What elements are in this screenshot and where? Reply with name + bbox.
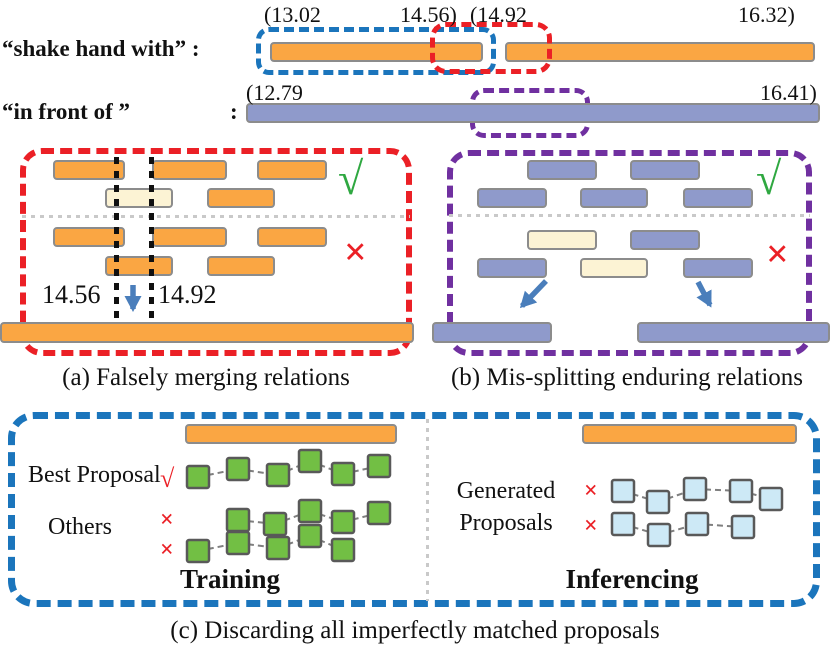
panel-c-blue-dashed-box xyxy=(8,412,820,607)
cut-line-14-56 xyxy=(114,157,119,320)
panel-b-check-icon: √ xyxy=(756,153,782,204)
relation-label-shake-hand: “shake hand with” : xyxy=(2,36,200,61)
proposal-bar xyxy=(527,160,597,180)
others-cross-icon-1: × xyxy=(160,507,174,533)
panel-b-divider xyxy=(449,214,810,217)
panel-c-divider xyxy=(426,419,429,601)
panel-a-caption: (a) Falsely merging relations xyxy=(62,364,350,391)
generated-label: Generated xyxy=(456,478,556,504)
time-16-41: 16.41) xyxy=(760,80,817,105)
shake-hand-segment-2 xyxy=(505,42,815,62)
panel-b-caption: (b) Mis-splitting enduring relations xyxy=(450,364,804,391)
falsely-merged-bar xyxy=(0,322,414,343)
panel-b-purple-dashed-box xyxy=(447,150,812,356)
panel-c-caption: (c) Discarding all imperfectly matched p… xyxy=(170,617,660,644)
best-proposal-label: Best Proposal xyxy=(28,462,161,488)
best-proposal-check-icon: √ xyxy=(160,464,175,493)
proposal-bar-highlight xyxy=(105,188,173,208)
cut-time-left: 14.56 xyxy=(40,280,103,310)
proposal-bar xyxy=(257,227,327,247)
proposal-bar xyxy=(630,230,700,250)
time-14-92: (14.92 xyxy=(470,2,527,27)
generated-cross-icon-2: × xyxy=(584,513,598,539)
panel-a-divider xyxy=(22,215,410,218)
proposal-bar xyxy=(53,227,125,247)
proposal-bar xyxy=(683,258,753,278)
proposals-label: Proposals xyxy=(459,510,553,536)
proposal-bar xyxy=(207,256,275,276)
shake-hand-segment-1 xyxy=(270,42,483,62)
panel-b-cross-icon: × xyxy=(766,231,789,276)
time-14-56: 14.56) xyxy=(400,2,457,27)
panel-a-check-icon: √ xyxy=(338,153,364,204)
blue-dashed-outline-correct-segment xyxy=(256,27,496,75)
relation-colon: : xyxy=(230,99,238,124)
proposal-bar xyxy=(152,227,227,247)
proposal-bar xyxy=(580,188,648,208)
others-label: Others xyxy=(48,514,112,540)
mis-split-bar-1 xyxy=(432,322,552,343)
proposal-bar-highlight xyxy=(580,258,648,278)
training-title: Training xyxy=(179,564,281,594)
proposal-bar xyxy=(630,160,700,180)
mis-split-bar-2 xyxy=(637,322,830,343)
training-groundtruth-bar xyxy=(185,424,397,444)
proposal-bar xyxy=(683,188,753,208)
in-front-of-segment xyxy=(246,103,820,123)
inferencing-title: Inferencing xyxy=(565,564,699,594)
proposal-bar xyxy=(152,160,227,180)
others-cross-icon-2: × xyxy=(160,537,174,563)
relation-label-in-front-of: “in front of ” xyxy=(2,99,130,124)
proposal-bar xyxy=(207,188,275,208)
cut-line-14-92 xyxy=(149,157,154,320)
red-dashed-outline-gap xyxy=(430,22,552,74)
proposal-bar xyxy=(477,188,547,208)
generated-cross-icon-1: × xyxy=(584,478,598,504)
panel-a-red-dashed-box xyxy=(20,148,412,356)
proposal-bar-highlight xyxy=(527,230,597,250)
proposal-bar xyxy=(257,160,327,180)
proposal-bar xyxy=(53,160,125,180)
proposal-bar xyxy=(477,258,547,278)
panel-a-cross-icon: × xyxy=(344,229,367,274)
time-16-32: 16.32) xyxy=(738,2,795,27)
cut-time-right: 14.92 xyxy=(156,280,219,310)
time-13-02: (13.02 xyxy=(264,2,321,27)
proposal-bar xyxy=(105,256,173,276)
inference-groundtruth-bar xyxy=(582,424,797,444)
time-12-79: (12.79 xyxy=(246,80,303,105)
